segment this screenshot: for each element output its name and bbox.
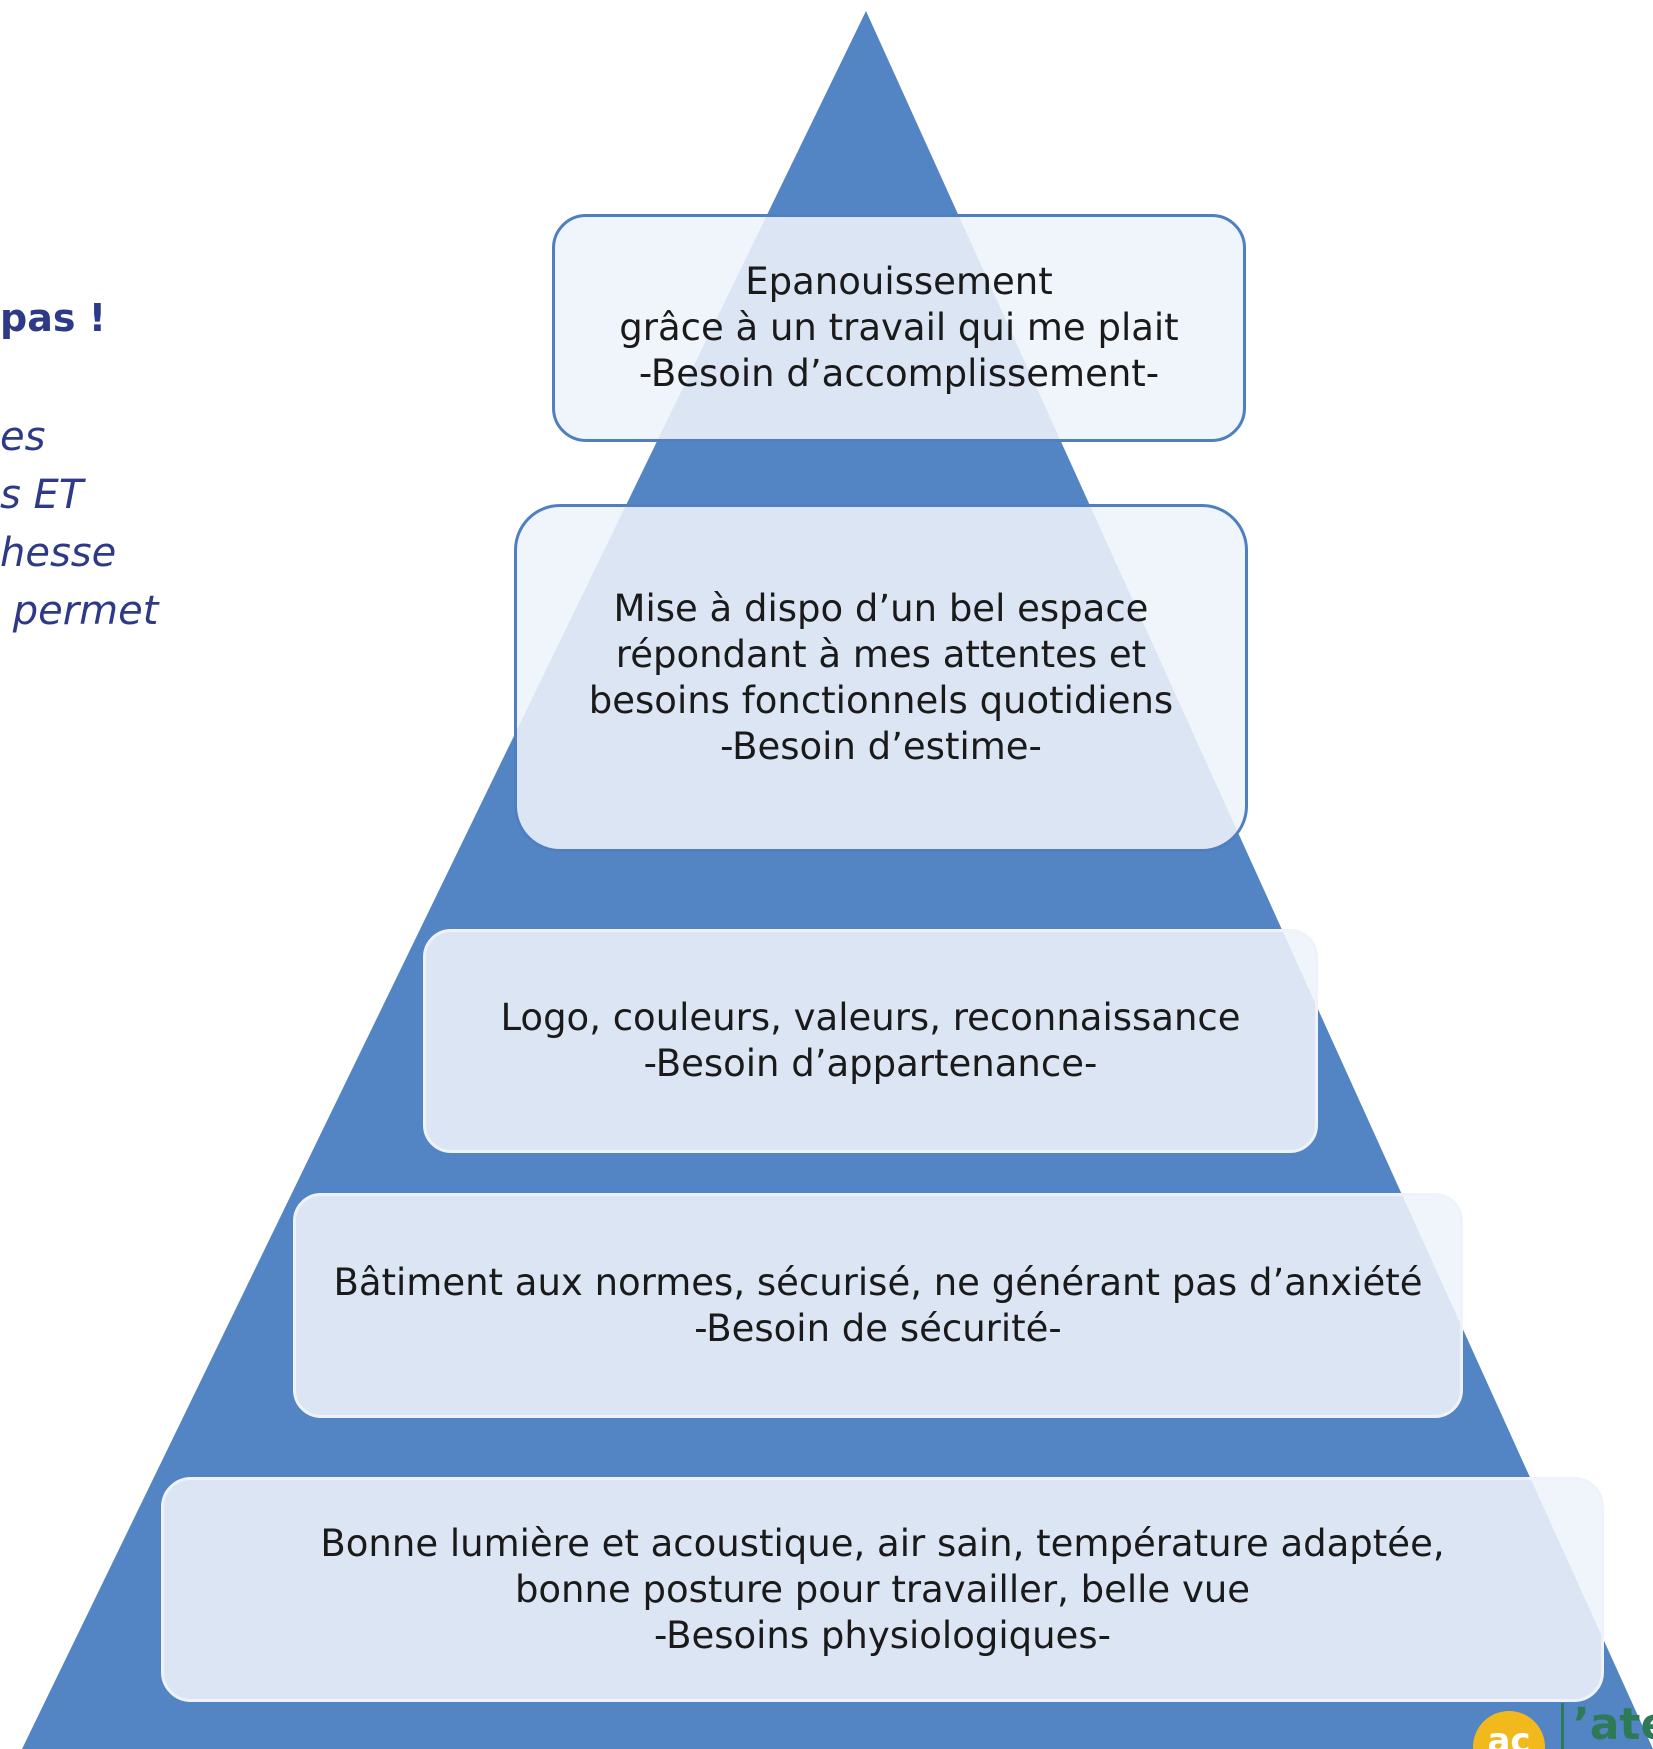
logo-ac-icon: ac: [1473, 1711, 1545, 1749]
left-italic-line-1: es: [0, 414, 46, 460]
logo-wordmark: ’ate: [1573, 1699, 1653, 1749]
level-safety-text: Bâtiment aux normes, sécurisé, ne généra…: [333, 1260, 1423, 1350]
logo-divider: [1561, 1703, 1564, 1749]
level-esteem-box: Mise à dispo d’un bel espace répondant à…: [514, 504, 1248, 852]
left-heading-fragment: pas !: [0, 296, 107, 340]
level-belonging-box: Logo, couleurs, valeurs, reconnaissance …: [423, 929, 1318, 1153]
level-self-actualization-box: Epanouissement grâce à un travail qui me…: [552, 214, 1246, 442]
level-belonging-text: Logo, couleurs, valeurs, reconnaissance …: [500, 996, 1241, 1085]
level-self-actualization-text: Epanouissement grâce à un travail qui me…: [619, 260, 1179, 395]
level-physiological-text: Bonne lumière et acoustique, air sain, t…: [320, 1521, 1445, 1657]
company-logo: ac ’ate: [1455, 1695, 1653, 1749]
level-safety-box: Bâtiment aux normes, sécurisé, ne généra…: [293, 1193, 1463, 1418]
left-italic-line-4: permet: [0, 588, 159, 634]
level-physiological-box: Bonne lumière et acoustique, air sain, t…: [161, 1477, 1604, 1702]
level-esteem-text: Mise à dispo d’un bel espace répondant à…: [588, 587, 1174, 768]
left-italic-line-2: s ET: [0, 472, 84, 518]
left-italic-line-3: hesse: [0, 530, 117, 576]
